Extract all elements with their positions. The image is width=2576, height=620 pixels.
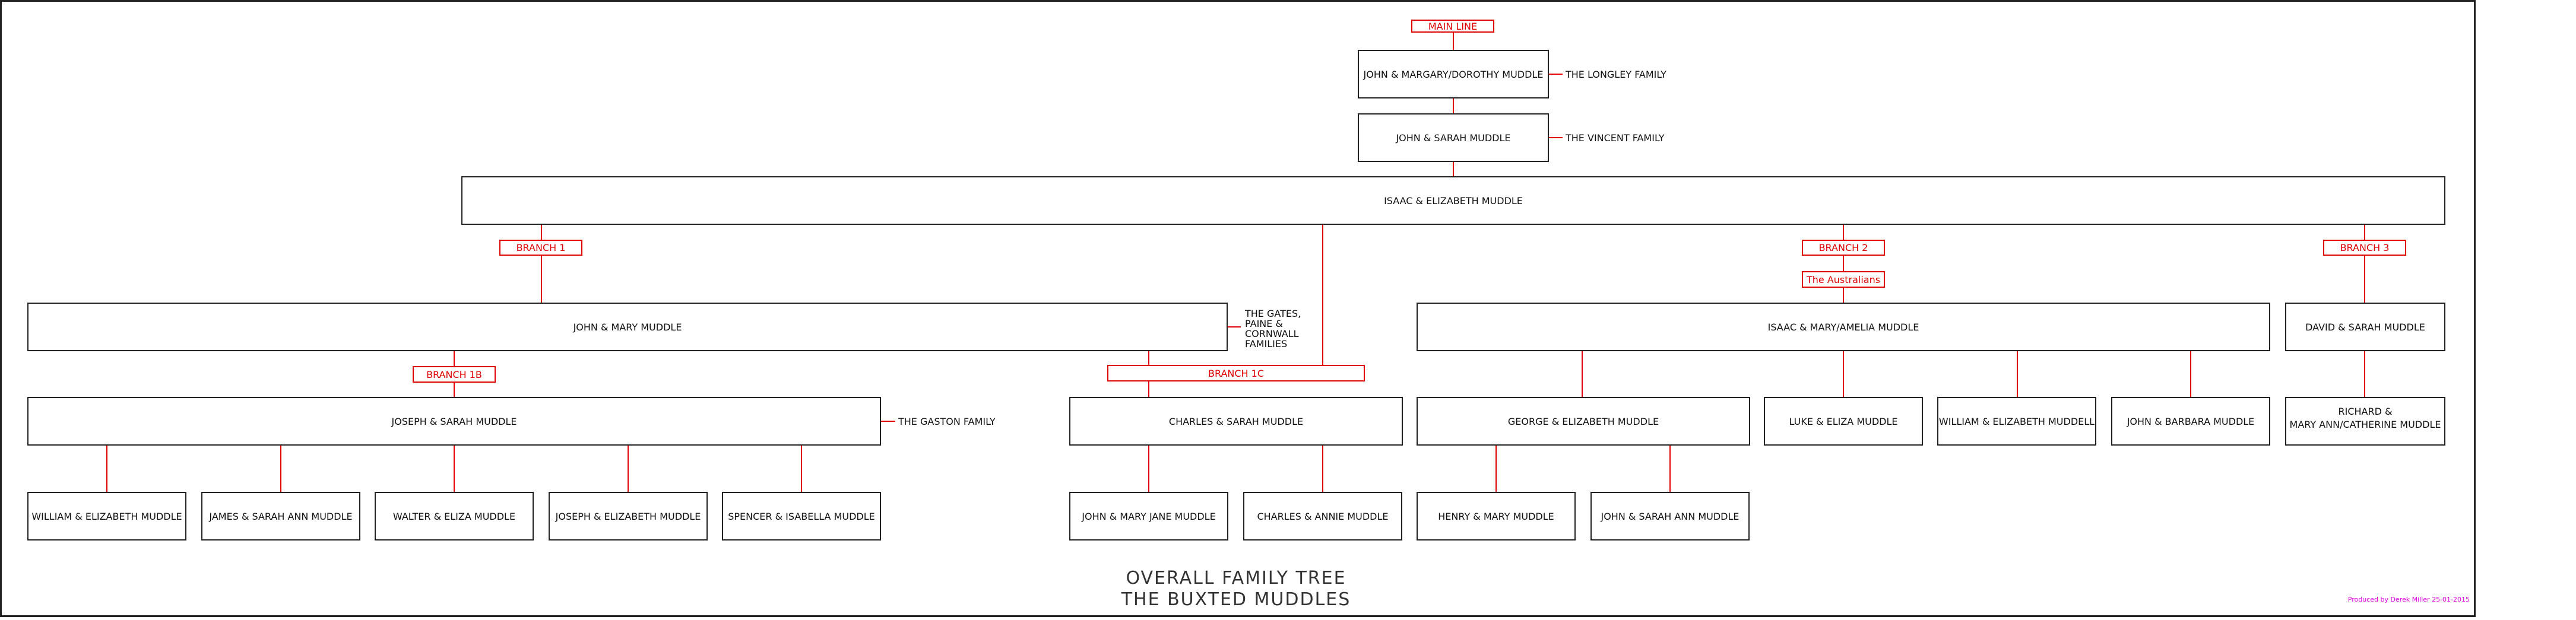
john-barbara-label: JOHN & BARBARA MUDDLE [2127,416,2255,427]
spencer-isabella-label: SPENCER & ISABELLA MUDDLE [728,511,875,522]
john-mary-jane-label: JOHN & MARY JANE MUDDLE [1081,511,1215,522]
diagram-subtitle: THE BUXTED MUDDLES [1121,589,1351,610]
box-john-barbara [2111,397,2270,446]
box-john-sarah-ann [1590,492,1750,540]
box-william-elizabeth-2 [1937,397,2096,446]
gaston-family-label: THE GASTON FAMILY [898,416,996,427]
box-spencer-isabella [722,492,881,540]
joseph-elizabeth-label: JOSEPH & ELIZABETH MUDDLE [555,511,701,522]
longley-family-label: THE LONGLEY FAMILY [1565,69,1666,80]
box-david-sarah [2285,303,2445,351]
branch-3-label: BRANCH 3 [2323,240,2406,256]
australians-label: The Australians [1802,271,1885,288]
box-john-mary [27,303,1228,351]
gates-families-label: THE GATES, PAINE & CORNWALL FAMILIES [1244,308,1301,349]
svg-text:CORNWALL: CORNWALL [1245,328,1299,339]
david-sarah-label: DAVID & SARAH MUDDLE [2305,322,2425,333]
walter-eliza-label: WALTER & ELIZA MUDDLE [393,511,515,522]
george-elizabeth-label: GEORGE & ELIZABETH MUDDLE [1508,416,1659,427]
box-john-mary-jane [1069,492,1228,540]
svg-text:FAMILIES: FAMILIES [1245,338,1287,349]
henry-mary-label: HENRY & MARY MUDDLE [1438,511,1554,522]
box-luke-eliza [1764,397,1923,446]
svg-text:The Australians: The Australians [1806,274,1880,285]
john-mary-label: JOHN & MARY MUDDLE [573,322,682,333]
diagram-title: OVERALL FAMILY TREE [1126,568,1346,589]
luke-eliza-label: LUKE & ELIZA MUDDLE [1789,416,1898,427]
charles-annie-label: CHARLES & ANNIE MUDDLE [1257,511,1388,522]
richard-label-line1: RICHARD & [2339,406,2393,417]
box-henry-mary [1417,492,1576,540]
box-george-elizabeth [1417,397,1750,446]
box-joseph-elizabeth [549,492,708,540]
svg-text:MAIN LINE: MAIN LINE [1428,21,1477,32]
svg-text:BRANCH 1C: BRANCH 1C [1208,368,1264,379]
box-gen1 [1358,50,1549,98]
svg-text:THE GATES,: THE GATES, [1244,308,1301,319]
james-sarah-label: JAMES & SARAH ANN MUDDLE [208,511,352,522]
gen2-label: JOHN & SARAH MUDDLE [1395,132,1510,144]
main-line-label: MAIN LINE [1411,20,1494,33]
connector-lines [106,32,2365,492]
john-sarah-ann-label: JOHN & SARAH ANN MUDDLE [1600,511,1739,522]
box-gen2 [1358,113,1549,162]
box-isaac-mary [1417,303,2270,351]
box-james-sarah [201,492,360,540]
drawing-frame [0,0,2476,617]
box-richard [2285,397,2445,446]
richard-label-line2: MARY ANN/CATHERINE MUDDLE [2290,419,2441,430]
gen3-label: ISAAC & ELIZABETH MUDDLE [1384,195,1523,206]
box-walter-eliza [375,492,534,540]
svg-text:BRANCH 1B: BRANCH 1B [426,369,482,380]
william-elizabeth-label: WILLIAM & ELIZABETH MUDDLE [31,511,182,522]
william-elizabeth-2-label: WILLIAM & ELIZABETH MUDDELL [1939,416,2095,427]
svg-text:BRANCH 1: BRANCH 1 [517,242,566,253]
vincent-family-label: THE VINCENT FAMILY [1565,132,1665,144]
person-boxes [27,50,2445,540]
charles-sarah-label: CHARLES & SARAH MUDDLE [1169,416,1303,427]
box-william-elizabeth [27,492,186,540]
joseph-sarah-label: JOSEPH & SARAH MUDDLE [391,416,517,427]
branch-1c-label: BRANCH 1C [1107,365,1365,381]
svg-text:PAINE &: PAINE & [1245,318,1283,329]
branch-1-label: BRANCH 1 [499,240,582,256]
credit-text: Produced by Derek Miller 25-01-2015 [2348,596,2470,603]
svg-text:BRANCH 2: BRANCH 2 [1819,242,1868,253]
gen1-label: JOHN & MARGARY/DOROTHY MUDDLE [1363,69,1544,80]
box-joseph-sarah [27,397,881,446]
isaac-mary-label: ISAAC & MARY/AMELIA MUDDLE [1768,322,1919,333]
svg-text:BRANCH 3: BRANCH 3 [2340,242,2390,253]
box-gen3 [461,176,2445,225]
box-charles-sarah [1069,397,1403,446]
person-labels: JOHN & MARGARY/DOROTHY MUDDLE THE LONGLE… [31,69,2441,522]
box-charles-annie [1243,492,1402,540]
branch-1b-label: BRANCH 1B [413,366,496,383]
branch-2-label: BRANCH 2 [1802,240,1885,256]
